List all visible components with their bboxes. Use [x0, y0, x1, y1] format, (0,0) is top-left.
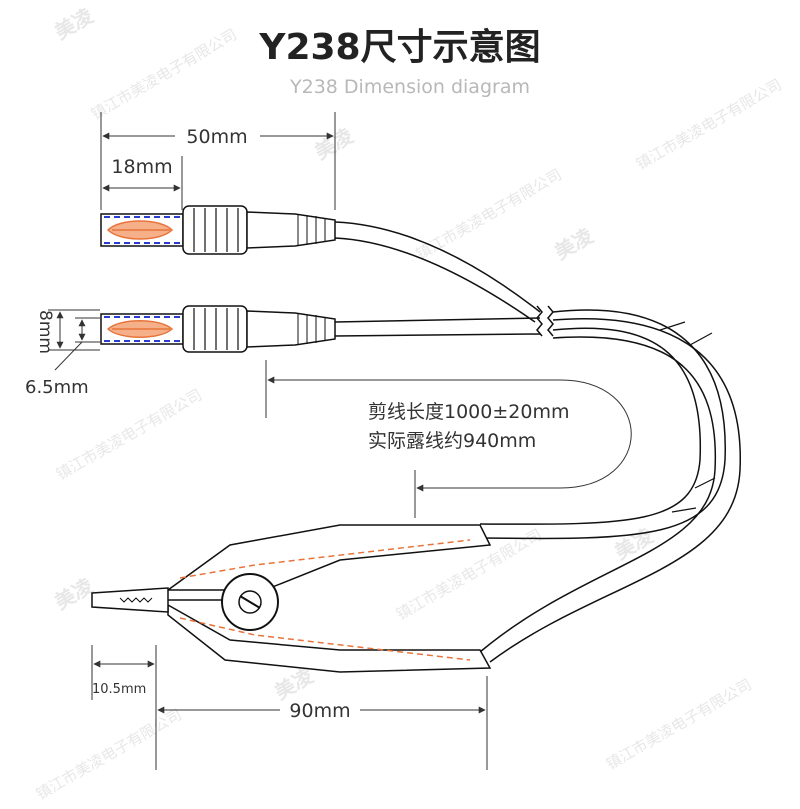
- cut-length-label: 剪线长度1000±20mm: [368, 401, 569, 423]
- watermark-logo: 美凌: [551, 223, 599, 264]
- watermark-text: 镇江市美凌电子有限公司: [88, 25, 240, 123]
- svg-text:美凌: 美凌: [51, 573, 99, 614]
- svg-text:镇江市美凌电子有限公司: 镇江市美凌电子有限公司: [88, 25, 240, 123]
- watermark-logo: 美凌: [611, 523, 659, 564]
- svg-text:美凌: 美凌: [551, 223, 599, 264]
- lower-banana-plug: [100, 305, 336, 353]
- watermark-text: 镇江市美凌电子有限公司: [53, 385, 205, 483]
- dim-tip-length-label: 18mm: [111, 156, 172, 178]
- svg-text:美凌: 美凌: [311, 123, 359, 164]
- watermark-logo: 美凌: [51, 3, 99, 44]
- dim-tip-width-label: 6.5mm: [25, 377, 89, 398]
- svg-text:镇江市美凌电子有限公司: 镇江市美凌电子有限公司: [413, 165, 565, 263]
- watermark-logo: 美凌: [311, 123, 359, 164]
- dim-tip-length: 18mm: [102, 156, 183, 210]
- watermark-text: 镇江市美凌电子有限公司: [633, 75, 785, 173]
- watermark-logo: 美凌: [51, 573, 99, 614]
- watermark-text: 镇江市美凌电子有限公司: [33, 705, 185, 803]
- dim-plug-width: 8mm 6.5mm: [25, 309, 100, 398]
- svg-text:美凌: 美凌: [611, 523, 659, 564]
- upper-banana-plug: [100, 205, 336, 255]
- dim-plug-length-label: 50mm: [186, 126, 247, 148]
- exposed-length-label: 实际露线约940mm: [368, 430, 536, 452]
- svg-text:镇江市美凌电子有限公司: 镇江市美凌电子有限公司: [53, 385, 205, 483]
- watermark-text: 镇江市美凌电子有限公司: [413, 165, 565, 263]
- watermark-text: 镇江市美凌电子有限公司: [603, 675, 755, 773]
- dim-clip-length: 90mm: [155, 676, 488, 770]
- svg-text:美凌: 美凌: [51, 3, 99, 44]
- dim-plug-length: 50mm: [100, 112, 336, 210]
- dim-plug-width-label: 8mm: [35, 310, 55, 354]
- page-title: Y238尺寸示意图: [259, 27, 541, 68]
- alligator-clip: [91, 524, 492, 673]
- svg-text:镇江市美凌电子有限公司: 镇江市美凌电子有限公司: [33, 705, 185, 803]
- cable: [334, 221, 741, 663]
- dim-clip-tip: 10.5mm: [91, 645, 157, 700]
- dim-clip-length-label: 90mm: [289, 700, 350, 722]
- dim-clip-tip-label: 10.5mm: [92, 682, 146, 697]
- svg-text:镇江市美凌电子有限公司: 镇江市美凌电子有限公司: [633, 75, 785, 173]
- svg-text:镇江市美凌电子有限公司: 镇江市美凌电子有限公司: [603, 675, 755, 773]
- cable-length-note: 剪线长度1000±20mm 实际露线约940mm: [265, 360, 632, 518]
- page-subtitle: Y238 Dimension diagram: [290, 76, 530, 98]
